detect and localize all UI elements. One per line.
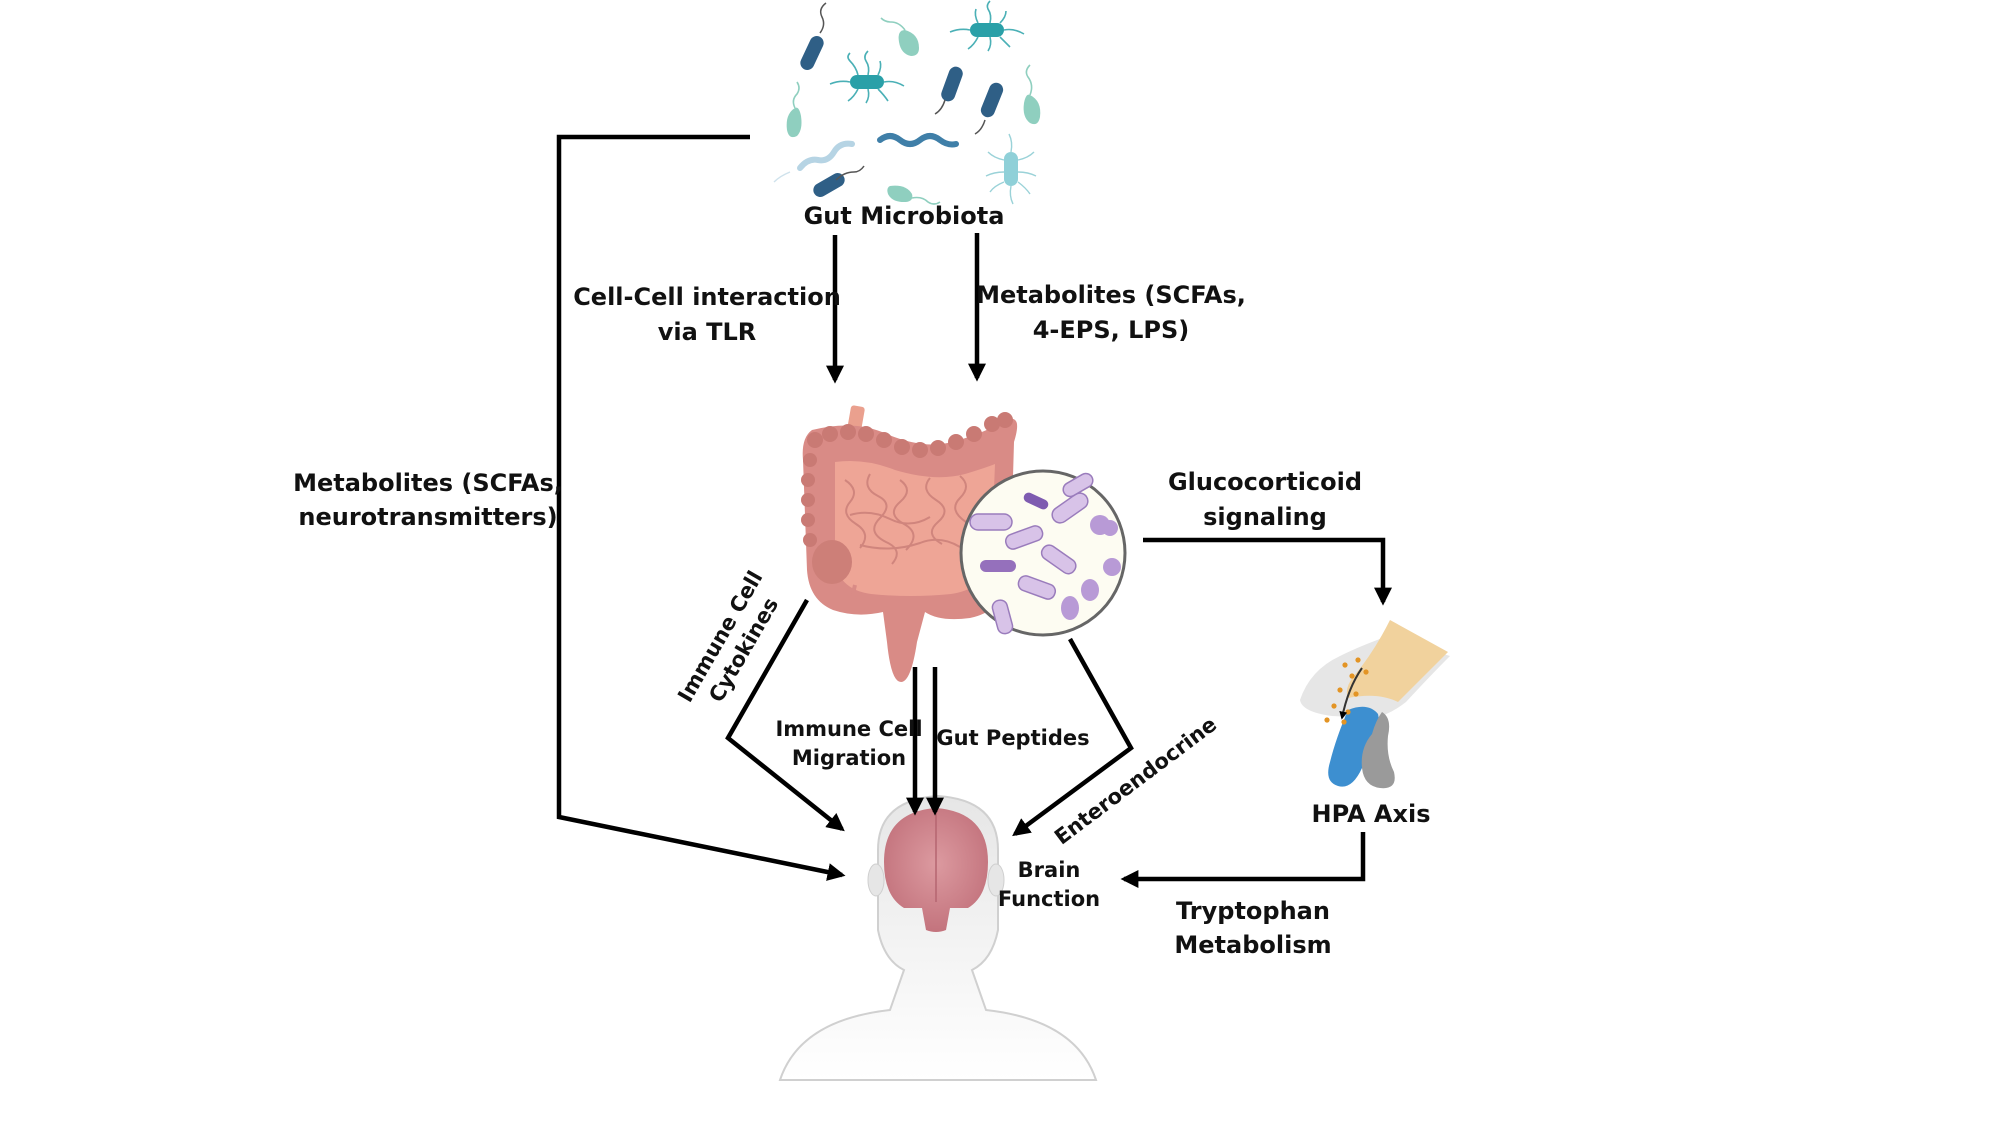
tryptophan-label-line2: Metabolism [1174,931,1331,959]
immune-migration-label-line1: Immune Cell [775,717,922,741]
intestine-icon [801,405,1018,682]
immune-migration-label-line2: Migration [792,746,906,770]
brain-function-label-line2: Function [998,887,1100,911]
cell-cell-label-line1: Cell-Cell interaction [573,283,841,311]
gut-microbiota-label: Gut Microbiota [804,202,1005,230]
tryptophan-label-line1: Tryptophan [1176,897,1330,925]
glucocorticoid-label-line2: signaling [1203,503,1327,531]
hypothalamus-pituitary-icon [1300,620,1450,789]
metabolites-brain-label-line1: Metabolites (SCFAs, [293,469,563,497]
gut-peptides-label: Gut Peptides [936,726,1089,750]
bacteria-cluster-icon [773,0,1041,205]
arrow-metabolites-to-brain [556,134,846,881]
arrow-immune-cytokines [725,598,845,832]
hpa-axis-label: HPA Axis [1312,800,1431,828]
metabolites-gut-label-line2: 4-EPS, LPS) [1033,316,1190,344]
glucocorticoid-label-line1: Glucocorticoid [1168,468,1362,496]
arrow-tryptophan-metabolism [1120,832,1366,888]
cell-cell-label-line2: via TLR [658,318,757,346]
metabolites-brain-label-line2: neurotransmitters) [298,503,557,531]
magnified-bacteria-icon [959,469,1127,637]
brain-function-label-line1: Brain [1018,858,1081,882]
metabolites-gut-label-line1: Metabolites (SCFAs, [976,281,1246,309]
arrow-glucocorticoid-signaling [1143,537,1392,606]
head-brain-icon [778,794,1098,1081]
arrow-enteroendocrine [1012,637,1134,837]
